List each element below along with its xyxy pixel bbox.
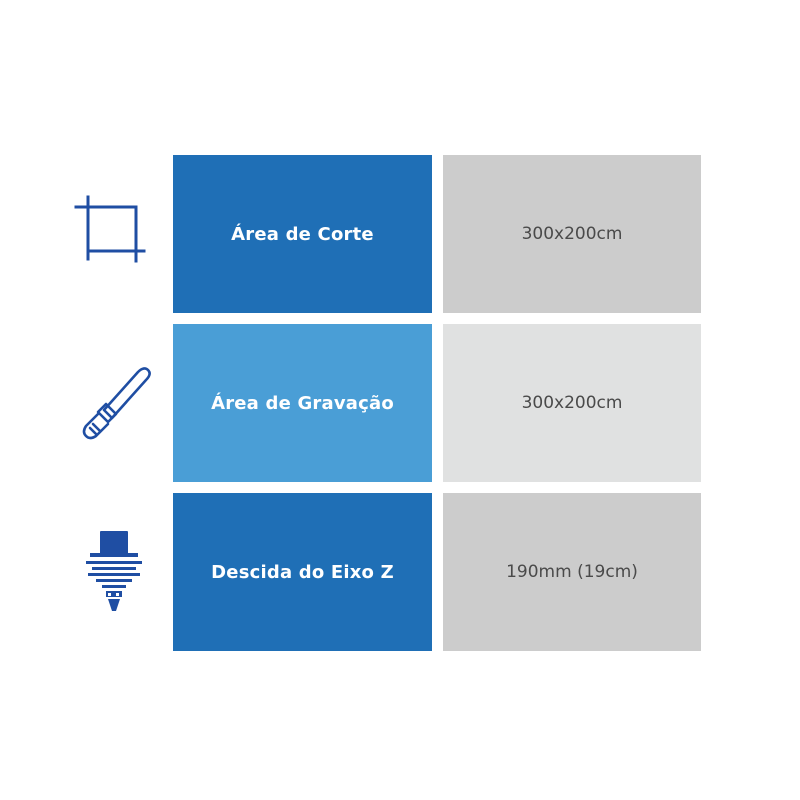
spec-label-cutting-area: Área de Corte [173,155,432,313]
spec-label-z-axis: Descida do Eixo Z [173,493,432,651]
spec-row-z-axis: Descida do Eixo Z 190mm (19cm) [0,493,800,651]
spec-row-engraving-area: Área de Gravação 300x200cm [0,324,800,482]
crop-icon-graphic [74,195,146,263]
engraving-tool-icon [68,358,158,448]
spec-label-engraving-area: Área de Gravação [173,324,432,482]
spec-value-cutting-area: 300x200cm [443,155,701,313]
z-axis-spindle-icon [68,527,158,617]
z-axis-spindle-icon-graphic [86,531,142,611]
spec-value-z-axis: 190mm (19cm) [443,493,701,651]
spec-value-engraving-area: 300x200cm [443,324,701,482]
engraving-tool-icon-graphic [82,367,151,440]
crop-icon [68,189,158,279]
spec-row-cutting-area: Área de Corte 300x200cm [0,155,800,313]
